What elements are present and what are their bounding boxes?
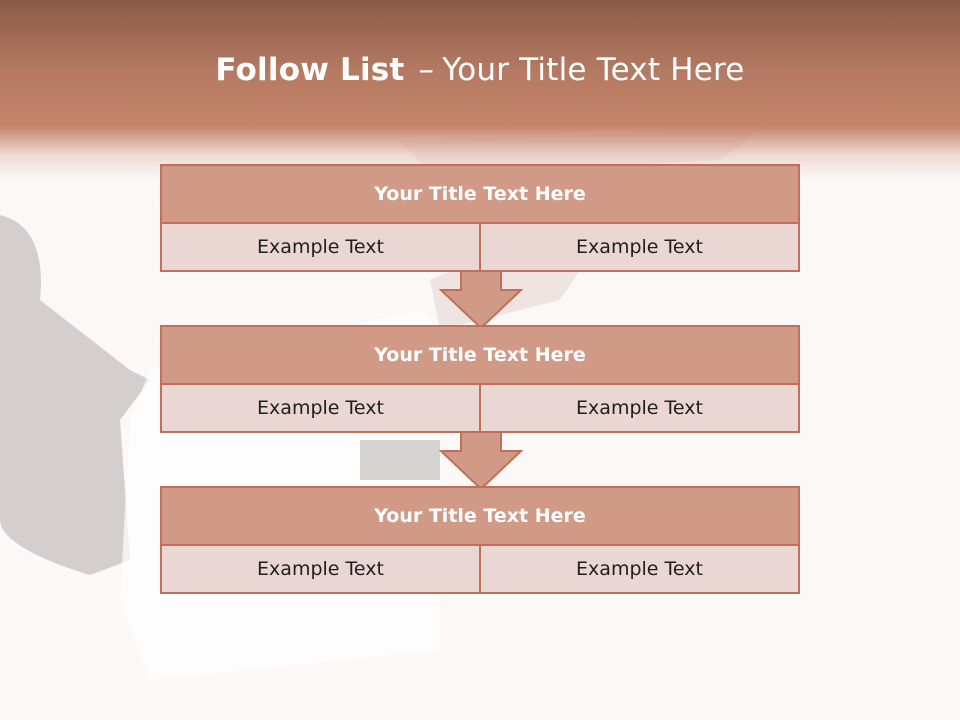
step-right-text: Example Text	[479, 224, 798, 270]
step-left-text: Example Text	[162, 224, 479, 270]
step-row: Example Text Example Text	[162, 224, 798, 270]
step-block-1: Your Title Text Here Example Text Exampl…	[160, 164, 800, 272]
slide-title-dash: –	[418, 52, 435, 88]
step-row: Example Text Example Text	[162, 385, 798, 431]
slide-title-bold: Follow List	[215, 52, 405, 88]
title-banner	[0, 0, 960, 180]
step-left-text: Example Text	[162, 546, 479, 592]
step-right-text: Example Text	[479, 385, 798, 431]
step-block-3: Your Title Text Here Example Text Exampl…	[160, 486, 800, 594]
step-title: Your Title Text Here	[162, 166, 798, 224]
step-title: Your Title Text Here	[162, 327, 798, 385]
step-block-2: Your Title Text Here Example Text Exampl…	[160, 325, 800, 433]
step-left-text: Example Text	[162, 385, 479, 431]
slide-title-text: Your Title Text Here	[442, 52, 745, 88]
step-title: Your Title Text Here	[162, 488, 798, 546]
down-arrow-icon	[439, 431, 523, 491]
step-row: Example Text Example Text	[162, 546, 798, 592]
step-right-text: Example Text	[479, 546, 798, 592]
slide-title: Follow List–Your Title Text Here	[0, 52, 960, 88]
down-arrow-icon	[439, 270, 523, 330]
